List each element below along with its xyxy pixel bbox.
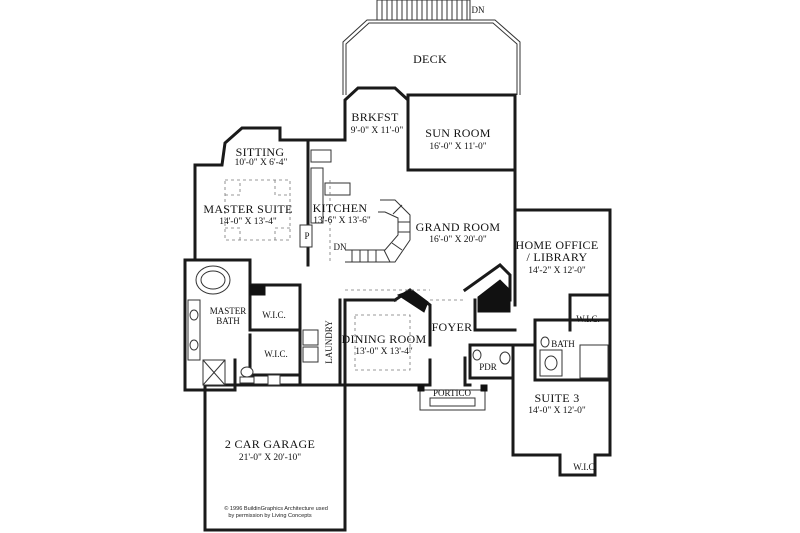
dining-dims: 13'-0" X 13'-4" [355,347,413,357]
master-bath-label-1: MASTER [210,306,247,316]
foyer-label: FOYER [432,320,473,334]
kitchen-dims: 13'-6" X 13'-6" [313,216,371,226]
master-suite-label: MASTER SUITE [203,202,292,216]
breakfast-dims: 9'-0" X 11'-0" [351,126,404,136]
laundry-label: LAUNDRY [324,320,334,364]
wic-suite3-label: W.I.C. [573,462,596,472]
grand-room-dims: 16'-0" X 20'-0" [429,235,487,245]
grand-room-label: GRAND ROOM [416,220,501,234]
dn-label-stair: DN [334,242,347,252]
ceiling-lines [224,179,465,371]
sitting-dims: 10'-0" X 6'-4" [235,158,288,168]
exterior-walls [183,86,612,532]
sitting-label: SITTING [236,145,285,159]
deck [342,19,521,95]
master-bath-label-2: BATH [216,316,240,326]
wic-master-1-label: W.I.C. [262,310,285,320]
garage-dims: 21'-0" X 20'-10" [239,453,301,463]
copyright-line-2: by permission by Living Concepts [228,513,312,519]
garage-label: 2 CAR GARAGE [225,437,315,451]
breakfast-label: BRKFST [351,110,399,124]
wic-office-label: W.I.C. [576,314,599,324]
fixtures [187,149,609,386]
deck-label: DECK [413,52,447,66]
main-staircase [345,199,411,263]
bath-label: BATH [551,339,575,349]
dn-label-top: DN [472,5,485,15]
dining-label: DINING ROOM [342,332,427,346]
room-labels: DECK DN BRKFST 9'-0" X 11'-0" SUN ROOM 1… [203,5,599,519]
kitchen-label: KITCHEN [313,201,368,215]
deck-stairs [376,0,471,21]
portico [417,384,488,411]
portico-label: PORTICO [433,388,471,398]
wic-master-2-label: W.I.C. [264,349,287,359]
suite3-label: SUITE 3 [534,391,579,405]
copyright-line-1: © 1996 BuildinGraphics Architecture used [224,505,328,512]
home-office-label-1: HOME OFFICE [516,238,599,252]
pdr-label: PDR [479,362,497,372]
suite3-dims: 14'-0" X 12'-0" [528,406,586,416]
sunroom-label: SUN ROOM [425,126,490,140]
pantry-label: P [304,231,309,241]
master-suite-dims: 14'-0" X 13'-4" [219,217,277,227]
home-office-dims: 14'-2" X 12'-0" [528,266,586,276]
home-office-label-2: / LIBRARY [526,250,587,264]
sunroom-dims: 16'-0" X 11'-0" [429,142,486,152]
